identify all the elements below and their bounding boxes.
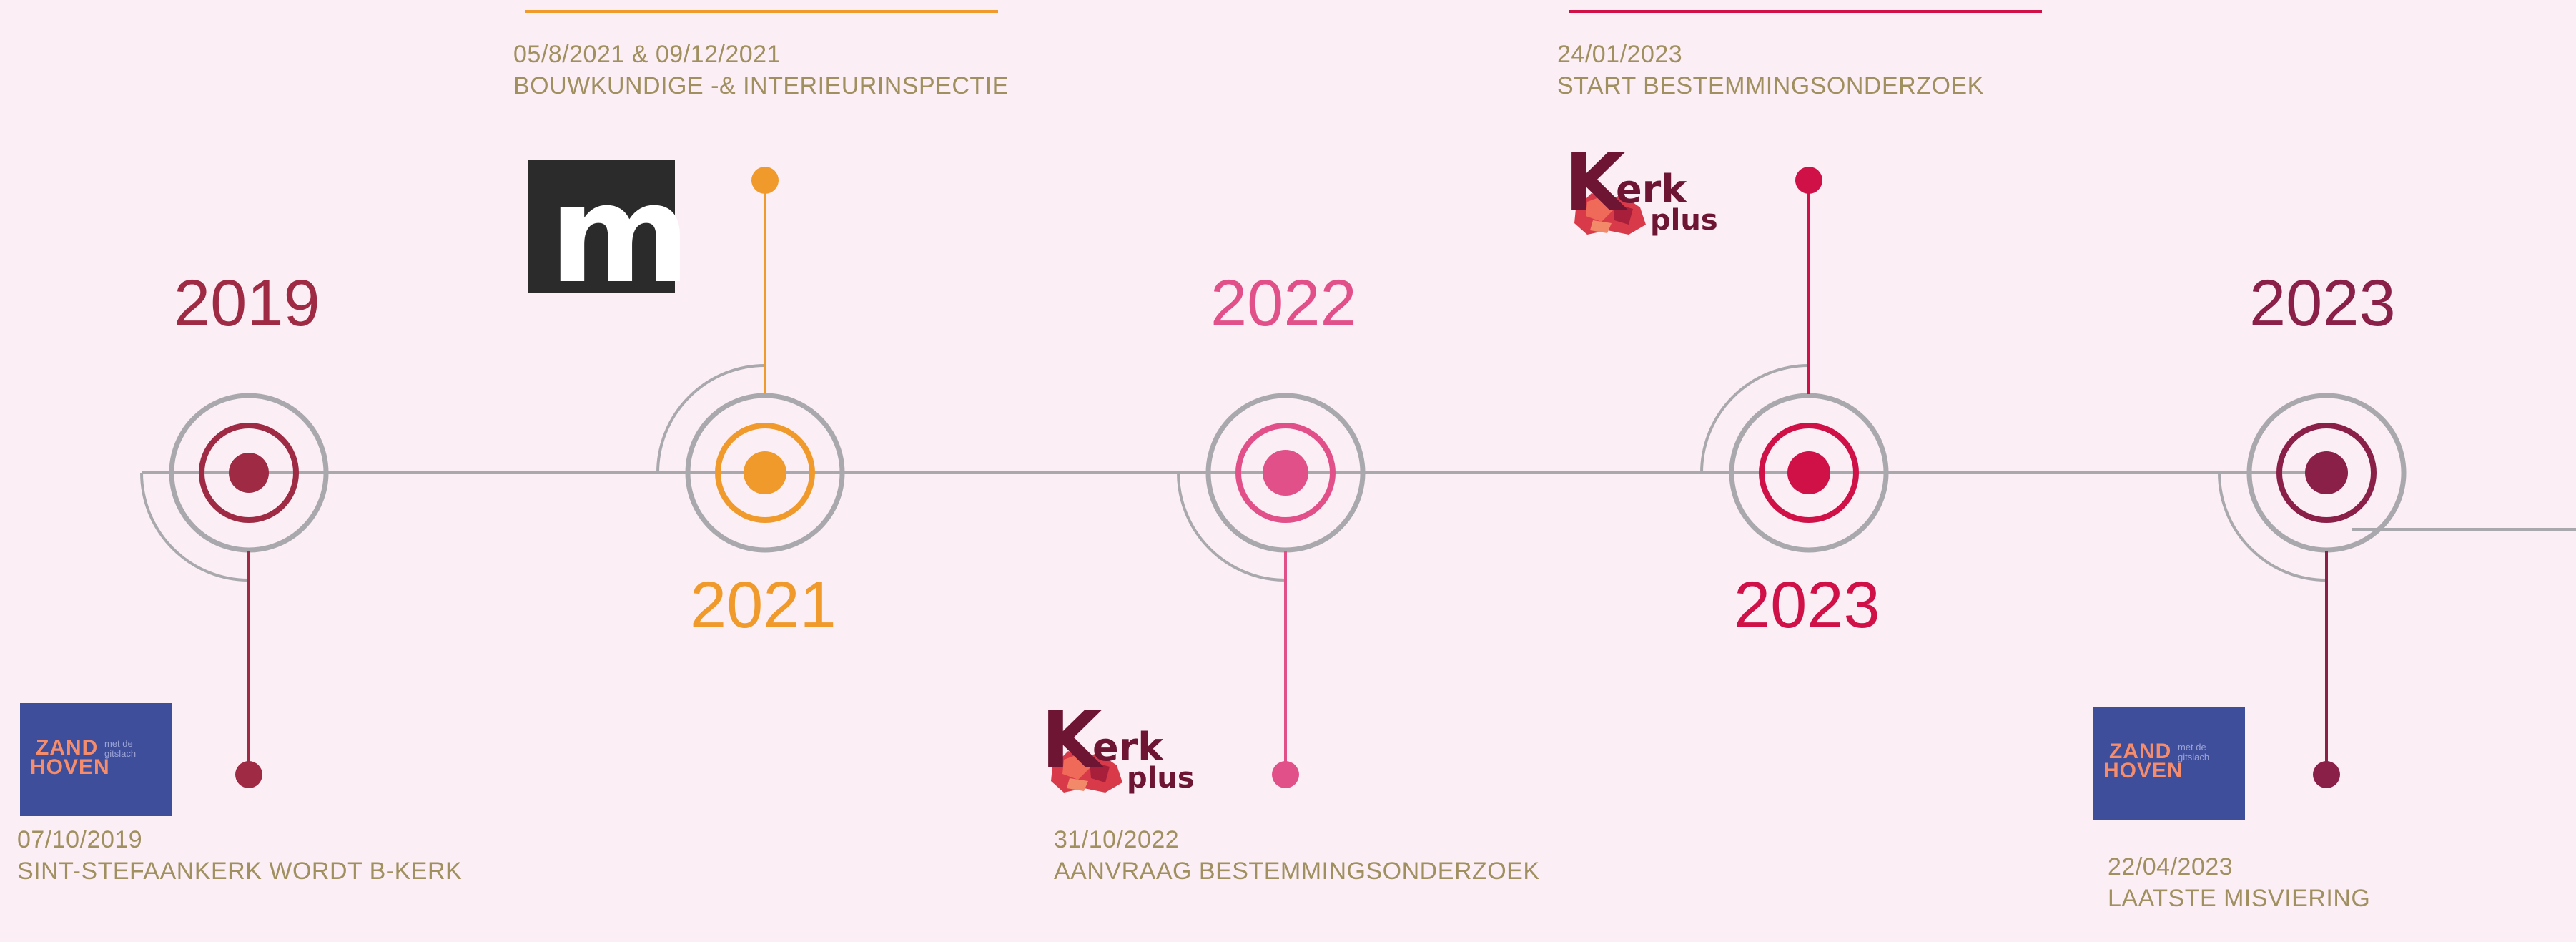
milestone-title: LAATSTE MISVIERING xyxy=(2108,885,2371,912)
milestone-title: AANVRAAG BESTEMMINGSONDERZOEK xyxy=(1054,858,1540,885)
year-label-2022: 2022 xyxy=(1210,267,1357,340)
year-label-2021: 2021 xyxy=(690,569,837,642)
kerkplus-logo: K erk plus xyxy=(1564,143,1736,257)
milestone-date: 07/10/2019 xyxy=(17,826,143,853)
kerkplus-logo-plus: plus xyxy=(1127,762,1195,795)
node-2019 xyxy=(140,393,329,788)
kerkplus-logo-word: erk xyxy=(1616,167,1687,212)
milestone-label-2019: 07/10/2019 SINT-STEFAANKERK WORDT B-KERK xyxy=(17,824,462,887)
milestone-date: 22/04/2023 xyxy=(2108,853,2234,880)
zandhoven-logo-tagline: met de gitslach xyxy=(104,738,137,759)
node-2023-start xyxy=(1700,167,1889,553)
kerkplus-logo-plus: plus xyxy=(1650,204,1718,237)
milestone-label-2022: 31/10/2022 AANVRAAG BESTEMMINGSONDERZOEK xyxy=(1054,824,1540,887)
zandhoven-logo-line1: ZAND xyxy=(2109,740,2172,763)
kerkplus-logo-k: K xyxy=(1041,695,1102,786)
milestone-label-2023-start: 24/01/2023 START BESTEMMINGSONDERZOEK xyxy=(1557,39,1984,102)
zandhoven-logo: ZAND HOVEN met de gitslach xyxy=(20,703,172,816)
milestone-date: 24/01/2023 xyxy=(1557,41,1683,68)
kerkplus-logo-word: erk xyxy=(1092,725,1164,770)
kerkplus-flower-graphic xyxy=(1051,751,1122,793)
node-2023-last xyxy=(2218,393,2407,788)
zandhoven-logo-tagline: met de gitslach xyxy=(2178,742,2210,762)
zandhoven-logo: ZAND HOVEN met de gitslach xyxy=(2093,707,2245,820)
year-label-2019: 2019 xyxy=(174,267,320,340)
zandhoven-logo-line2: HOVEN xyxy=(2103,759,2183,782)
year-label-2023-last: 2023 xyxy=(2249,267,2396,340)
milestone-date: 05/8/2021 & 09/12/2021 xyxy=(513,41,781,68)
kerkplus-logo: K erk plus xyxy=(1041,701,1213,815)
milestone-title: START BESTEMMINGSONDERZOEK xyxy=(1557,72,1984,99)
milestone-title: SINT-STEFAANKERK WORDT B-KERK xyxy=(17,858,463,885)
milestone-label-2021: 05/8/2021 & 09/12/2021 BOUWKUNDIGE -& IN… xyxy=(513,39,1009,102)
zandhoven-logo-line1: ZAND xyxy=(36,736,99,760)
m-logo: m xyxy=(528,160,691,303)
milestone-label-2023-last: 22/04/2023 LAATSTE MISVIERING xyxy=(2108,851,2370,914)
m-logo-letter: m xyxy=(549,155,691,313)
milestone-title: BOUWKUNDIGE -& INTERIEURINSPECTIE xyxy=(513,72,1009,99)
milestone-date: 31/10/2022 xyxy=(1054,826,1180,853)
year-label-2023-start: 2023 xyxy=(1734,569,1880,642)
kerkplus-flower-graphic xyxy=(1574,193,1646,235)
kerkplus-logo-k: K xyxy=(1564,137,1626,228)
node-2022 xyxy=(1177,393,1366,788)
zandhoven-logo-line2: HOVEN xyxy=(30,755,110,779)
node-2021 xyxy=(656,167,845,553)
